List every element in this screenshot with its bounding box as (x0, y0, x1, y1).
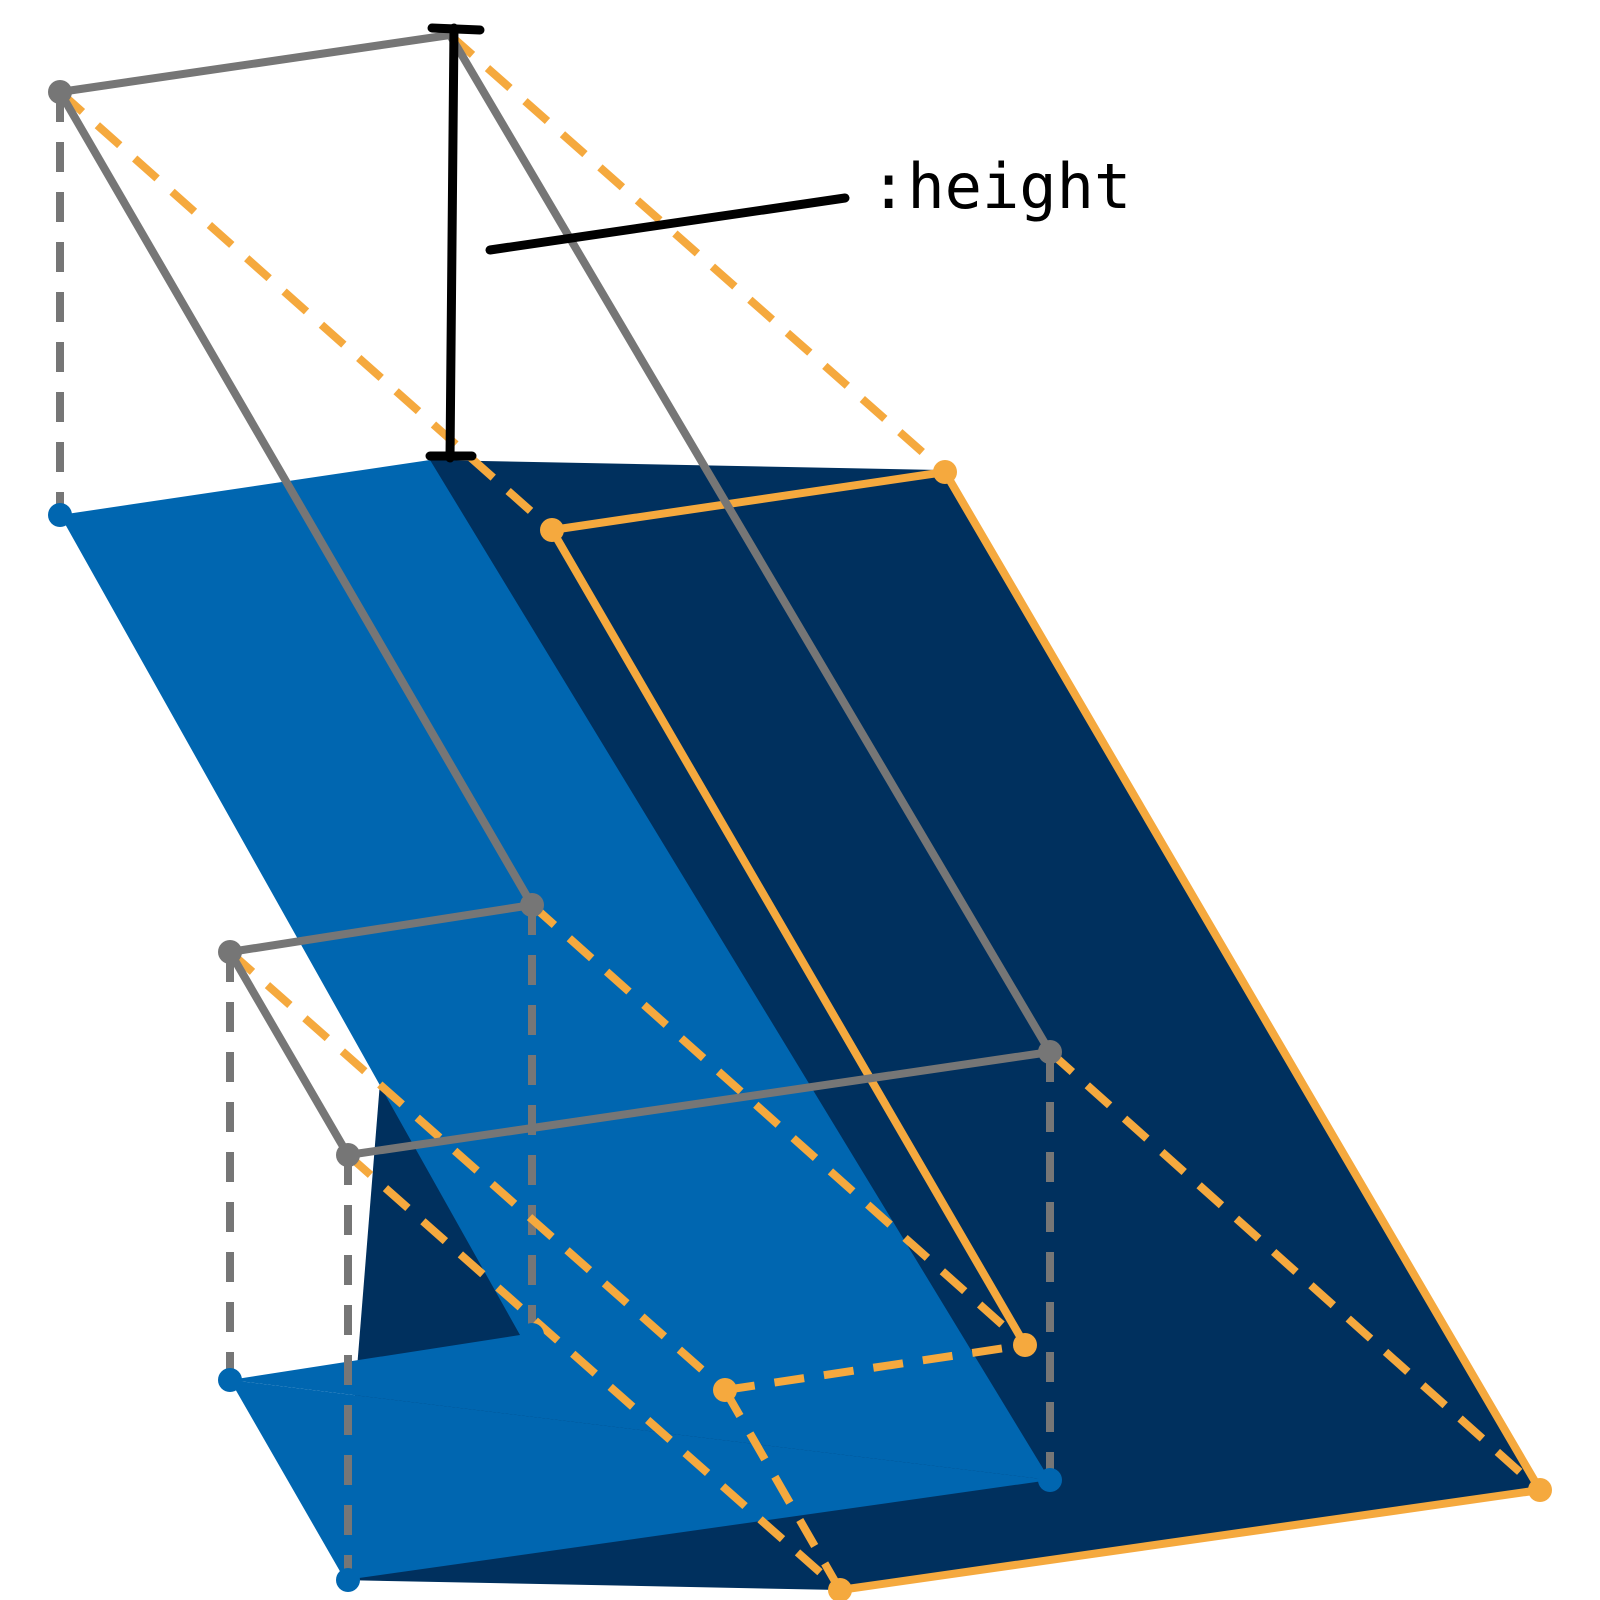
orange-dash-4 (529, 902, 1028, 1348)
gray-lower-left-diagonal (226, 949, 352, 1158)
vertex-dot (336, 1568, 360, 1592)
orange-dash-2 (447, 32, 948, 475)
vertex-dot (713, 1378, 737, 1402)
vertex-dot (218, 1368, 242, 1392)
vertex-dot (48, 503, 72, 527)
vertex-dot (933, 460, 957, 484)
vertex-dot (828, 1578, 852, 1600)
height-bar (445, 23, 459, 463)
base-light-face (60, 460, 1050, 1480)
vertex-dot (1013, 1333, 1037, 1357)
vertex-dot (520, 893, 544, 917)
orange-inner-diagonal (548, 527, 1029, 1348)
vertex-dot (1038, 1468, 1062, 1492)
orange-dashed-edges (57, 32, 1543, 1593)
height-label: :height (870, 150, 1131, 223)
vertex-dot (540, 518, 564, 542)
label-leader-line (485, 193, 850, 255)
vertex-dot (336, 1143, 360, 1167)
orange-dash-6 (1047, 1049, 1543, 1493)
gray-top-edge (59, 31, 451, 96)
vertex-dots (48, 80, 1552, 1600)
gray-left-diagonal (56, 89, 536, 908)
gray-solid-edges (56, 31, 1054, 1159)
orange-outline-inner (551, 468, 946, 534)
base-lower-light-face (230, 1380, 1050, 1580)
base-shape (60, 460, 1540, 1590)
orange-dash-1 (57, 89, 555, 533)
height-marker (425, 23, 850, 463)
orange-dash-3 (227, 949, 728, 1393)
orange-dash-5 (345, 1152, 843, 1593)
vertex-dot (218, 940, 242, 964)
gray-lower-edge (347, 1048, 1051, 1159)
gray-vertical-guides (56, 92, 1054, 1580)
vertex-dot (1528, 1478, 1552, 1502)
vertex-dot (48, 80, 72, 104)
orange-dash-7 (724, 1341, 1026, 1394)
height-top-cap (427, 23, 485, 35)
gray-right-diagonal (446, 32, 1054, 1055)
gray-mid-edge (229, 901, 533, 956)
vertex-dot (520, 1323, 544, 1347)
orange-dash-8 (721, 1388, 844, 1592)
vertex-dot (1038, 1040, 1062, 1064)
